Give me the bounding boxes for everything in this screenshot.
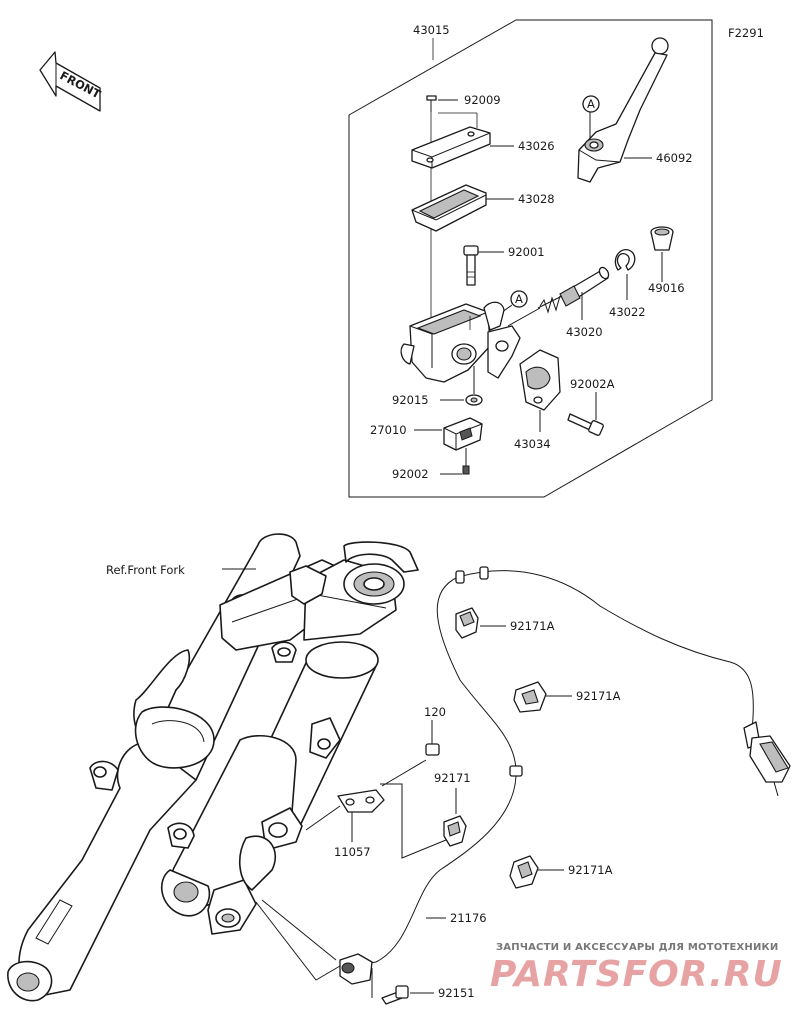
diaphragm-43028: 43028 <box>411 184 555 232</box>
part-label-43026: 43026 <box>518 139 555 153</box>
part-label-27010: 27010 <box>370 423 407 437</box>
part-label-92171: 92171 <box>434 771 471 785</box>
bolt-92002a: 92002A <box>567 377 615 436</box>
wheel-sensor <box>255 899 373 985</box>
part-label-92171a-3: 92171A <box>568 863 613 877</box>
washer-92015: 92015 <box>392 366 483 407</box>
part-label-11057: 11057 <box>334 845 371 859</box>
part-label-92171a-2: 92171A <box>576 689 621 703</box>
clamp-92171: 92171 <box>380 771 471 859</box>
part-label-92151: 92151 <box>438 986 475 1000</box>
front-direction-arrow: FRONT <box>39 51 103 112</box>
part-label-49016: 49016 <box>648 281 685 295</box>
part-label-43022: 43022 <box>609 305 646 319</box>
piston-kit-43020: 43020 <box>537 266 610 339</box>
master-cylinder-body <box>400 301 521 383</box>
part-label-43020: 43020 <box>566 325 603 339</box>
circlip-43022: 43022 <box>609 249 646 319</box>
master-cylinder-box: 43015 <box>348 19 713 498</box>
clamp-43034: 43034 <box>514 349 561 451</box>
part-label-46092: 46092 <box>656 151 693 165</box>
front-fork-reference: Ref.Front Fork <box>7 533 419 1002</box>
part-label-43034: 43034 <box>514 437 551 451</box>
part-label-92015: 92015 <box>392 393 429 407</box>
bolt-120: 120 <box>381 705 446 787</box>
bolt-92001: 92001 <box>463 245 545 286</box>
part-label-92002a: 92002A <box>570 377 615 391</box>
figure-code: F2291 <box>728 26 764 40</box>
part-label-43015: 43015 <box>413 23 450 37</box>
clip-92171a-1: 92171A <box>455 607 555 639</box>
reservoir-cap-43026: 43026 <box>411 112 555 169</box>
watermark-tagline: ЗАПЧАСТИ И АКСЕССУАРЫ ДЛЯ МОТОТЕХНИКИ <box>496 942 779 953</box>
part-label-92171a-1: 92171A <box>510 619 555 633</box>
part-label-92002: 92002 <box>392 467 429 481</box>
reference-label: Ref.Front Fork <box>106 563 185 577</box>
watermark: ЗАПЧАСТИ И АКСЕССУАРЫ ДЛЯ МОТОТЕХНИКИ PA… <box>490 942 783 995</box>
clip-92171a-2: 92171A <box>513 681 621 713</box>
boot-49016: 49016 <box>648 226 685 295</box>
screw-92009: 92009 <box>426 93 501 112</box>
part-label-21176: 21176 <box>450 911 487 925</box>
part-label-43028: 43028 <box>518 192 555 206</box>
clip-92171a-3: 92171A <box>509 855 613 889</box>
sensor-cable-21176: 21176 <box>363 566 791 965</box>
brake-lever-46092: A 46092 <box>577 37 693 183</box>
svg-text:A: A <box>515 292 523 306</box>
part-label-92009: 92009 <box>464 93 501 107</box>
part-label-92001: 92001 <box>508 245 545 259</box>
bracket-11057: 11057 <box>305 789 385 859</box>
callout-a-lever: A <box>587 97 595 111</box>
watermark-brand: PARTSFOR.RU <box>490 954 783 995</box>
part-label-120: 120 <box>424 705 446 719</box>
screw-92002: 92002 <box>392 448 470 481</box>
switch-27010: 27010 <box>370 417 483 451</box>
bolt-92151: 92151 <box>371 968 475 1005</box>
